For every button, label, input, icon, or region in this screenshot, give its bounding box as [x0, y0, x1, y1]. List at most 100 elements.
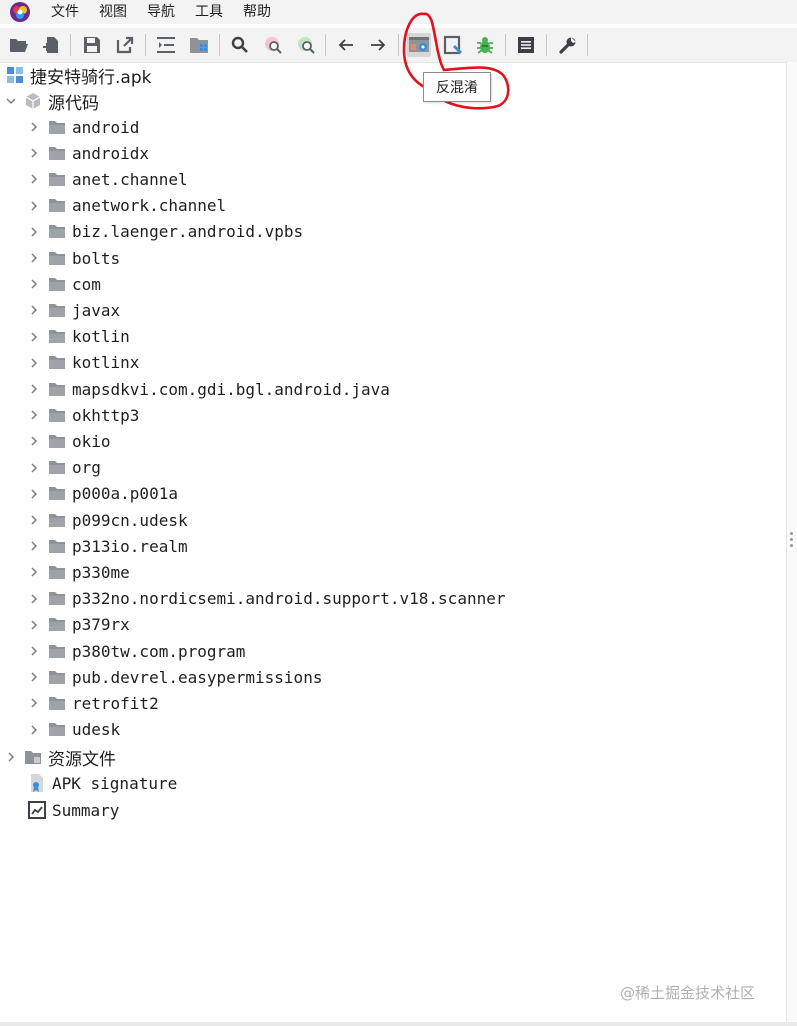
menu-tools[interactable]: 工具	[195, 4, 223, 20]
chevron-right-icon[interactable]	[27, 303, 41, 317]
tree-source-root[interactable]: 源代码	[4, 88, 99, 114]
chevron-right-icon[interactable]	[27, 382, 41, 396]
package-item[interactable]: com	[27, 271, 101, 297]
save-button[interactable]	[80, 33, 104, 57]
chevron-right-icon[interactable]	[27, 539, 41, 553]
package-item[interactable]: bolts	[27, 245, 120, 271]
chevron-right-icon[interactable]	[27, 199, 41, 213]
chevron-right-icon[interactable]	[27, 644, 41, 658]
bug-icon	[477, 37, 493, 54]
package-item[interactable]: p379rx	[27, 612, 130, 638]
scrollbar-grip-icon[interactable]	[790, 532, 794, 550]
folder-icon	[48, 511, 66, 529]
folder-icon	[48, 537, 66, 555]
package-item[interactable]: retrofit2	[27, 690, 159, 716]
package-label: biz.laenger.android.vpbs	[72, 222, 304, 242]
package-label: androidx	[72, 143, 150, 163]
chevron-right-icon[interactable]	[27, 592, 41, 606]
package-label: udesk	[72, 720, 121, 740]
tree-source-label: 源代码	[48, 93, 99, 114]
chevron-right-icon[interactable]	[27, 172, 41, 186]
package-label: org	[72, 458, 101, 478]
chevron-right-icon[interactable]	[27, 356, 41, 370]
chevron-right-icon[interactable]	[27, 225, 41, 239]
chevron-right-icon[interactable]	[27, 434, 41, 448]
quark-button[interactable]	[441, 33, 465, 57]
search-icon	[231, 36, 248, 53]
package-item[interactable]: javax	[27, 297, 120, 323]
chevron-right-icon[interactable]	[27, 461, 41, 475]
package-item[interactable]: kotlin	[27, 324, 130, 350]
class-search-button[interactable]	[261, 33, 285, 57]
package-item[interactable]: udesk	[27, 717, 120, 743]
open-file-button[interactable]	[7, 33, 31, 57]
search-button[interactable]	[228, 33, 252, 57]
usage-search-button[interactable]	[294, 33, 318, 57]
chevron-right-icon[interactable]	[27, 513, 41, 527]
package-item[interactable]: anetwork.channel	[27, 193, 226, 219]
package-item[interactable]: p330me	[27, 559, 130, 585]
tree-root[interactable]: 捷安特骑行.apk	[6, 62, 151, 88]
menu-file[interactable]: 文件	[51, 4, 79, 20]
preferences-button[interactable]	[556, 33, 580, 57]
package-item[interactable]: okio	[27, 428, 111, 454]
chevron-right-icon[interactable]	[27, 146, 41, 160]
chevron-right-icon[interactable]	[4, 750, 18, 764]
package-item[interactable]: mapsdkvi.com.gdi.bgl.android.java	[27, 376, 390, 402]
chevron-right-icon[interactable]	[27, 723, 41, 737]
package-item[interactable]: p099cn.udesk	[27, 507, 188, 533]
package-item[interactable]: androidx	[27, 140, 149, 166]
chevron-right-icon[interactable]	[27, 618, 41, 632]
toolbar-separator	[70, 34, 71, 56]
flatten-packages-button[interactable]	[187, 33, 211, 57]
chevron-right-icon[interactable]	[27, 120, 41, 134]
window-bottom-border	[0, 1022, 797, 1026]
package-item[interactable]: p313io.realm	[27, 533, 188, 559]
summary-icon	[28, 801, 46, 819]
menu-navigate[interactable]: 导航	[147, 4, 175, 20]
package-item[interactable]: p000a.p001a	[27, 481, 178, 507]
chevron-right-icon[interactable]	[27, 408, 41, 422]
package-item[interactable]: anet.channel	[27, 166, 188, 192]
chevron-right-icon[interactable]	[27, 251, 41, 265]
package-label: retrofit2	[72, 693, 159, 713]
debugger-button[interactable]	[473, 33, 497, 57]
package-label: okhttp3	[72, 405, 140, 425]
folder-icon	[48, 118, 66, 136]
folder-icon	[48, 144, 66, 162]
chevron-right-icon[interactable]	[27, 565, 41, 579]
export-button[interactable]	[113, 33, 137, 57]
log-viewer-button[interactable]	[514, 33, 538, 57]
apk-icon	[6, 66, 24, 84]
chevron-right-icon[interactable]	[27, 277, 41, 291]
folder-icon	[48, 170, 66, 188]
package-item[interactable]: pub.devrel.easypermissions	[27, 664, 322, 690]
deobfuscation-button[interactable]	[407, 33, 431, 57]
package-item[interactable]: biz.laenger.android.vpbs	[27, 219, 303, 245]
back-button[interactable]	[334, 33, 358, 57]
chevron-down-icon[interactable]	[4, 94, 18, 108]
menu-help[interactable]: 帮助	[243, 4, 271, 20]
tree-signature[interactable]: APK signature	[28, 770, 177, 796]
package-item[interactable]: p380tw.com.program	[27, 638, 245, 664]
forward-button[interactable]	[366, 33, 390, 57]
add-files-button[interactable]	[40, 33, 64, 57]
package-item[interactable]: android	[27, 114, 139, 140]
vertical-scrollbar[interactable]	[786, 62, 797, 1022]
sync-tree-button[interactable]	[154, 33, 178, 57]
menu-view[interactable]: 视图	[99, 4, 127, 20]
tree-summary[interactable]: Summary	[28, 797, 119, 823]
package-item[interactable]: org	[27, 455, 101, 481]
chevron-right-icon[interactable]	[27, 696, 41, 710]
class-search-icon	[265, 37, 282, 54]
package-item[interactable]: kotlinx	[27, 350, 139, 376]
arrow-left-icon	[338, 39, 353, 51]
export-icon	[116, 36, 134, 54]
chevron-right-icon[interactable]	[27, 670, 41, 684]
package-item[interactable]: okhttp3	[27, 402, 139, 428]
package-item[interactable]: p332no.nordicsemi.android.support.v18.sc…	[27, 586, 505, 612]
chevron-right-icon[interactable]	[27, 330, 41, 344]
folder-icon	[48, 459, 66, 477]
tree-resources[interactable]: 资源文件	[4, 744, 116, 770]
chevron-right-icon[interactable]	[27, 487, 41, 501]
